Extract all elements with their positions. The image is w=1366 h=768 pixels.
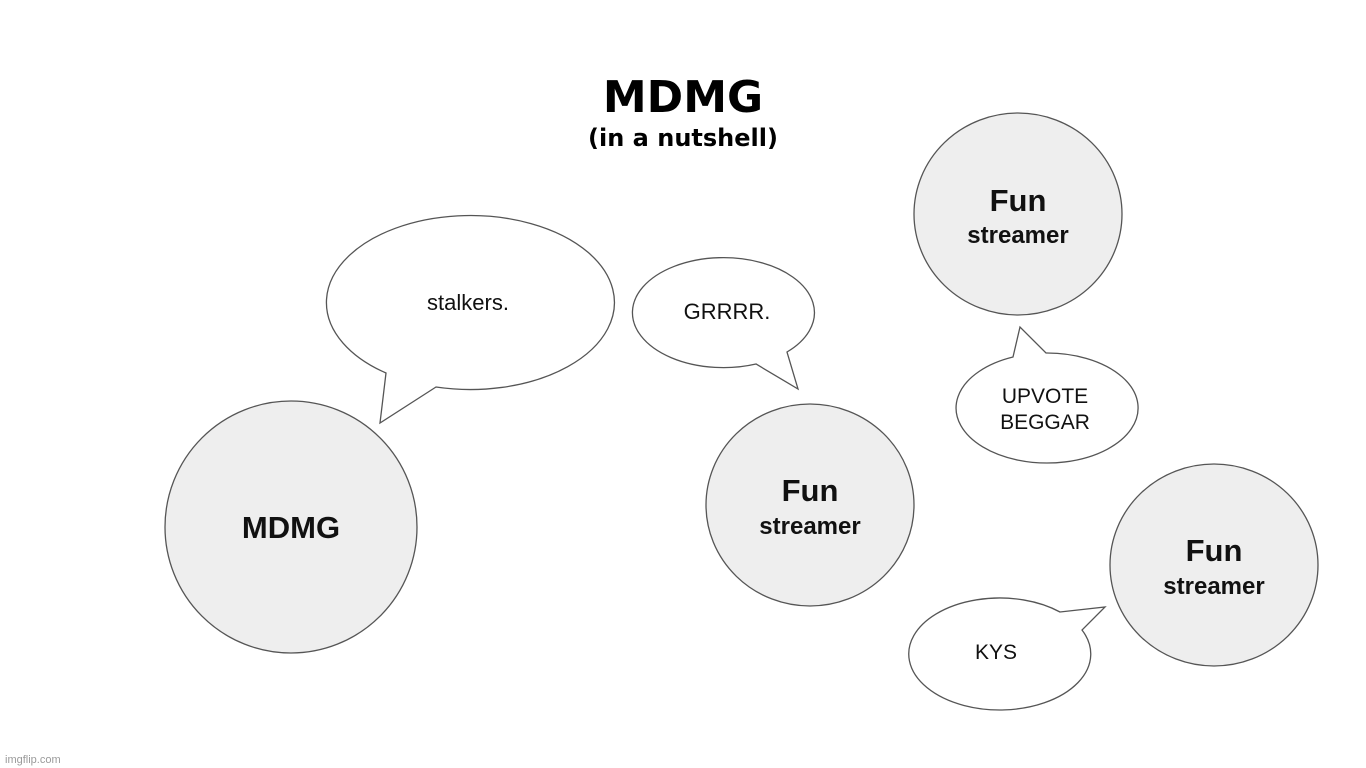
streamer-bottom-line1: Fun <box>1186 533 1243 568</box>
bubble-text-kys: KYS <box>975 641 1017 664</box>
bubble-text-grrrr: GRRRR. <box>684 299 771 324</box>
bubble-text-upvote: UPVOTE <box>1002 385 1088 408</box>
speech-bubble-kys: KYS <box>908 597 1107 711</box>
bubble-text-beggar: BEGGAR <box>1000 411 1090 434</box>
character-label-mdmg: MDMG <box>242 510 340 545</box>
page-title: MDMG <box>603 72 763 123</box>
character-fun-streamer-top: Fun streamer <box>913 112 1123 316</box>
character-mdmg: MDMG <box>164 400 418 654</box>
bubble-text-stalkers: stalkers. <box>427 290 509 315</box>
streamer-bottom-line2: streamer <box>1163 573 1264 600</box>
speech-bubble-stalkers: stalkers. <box>325 214 616 425</box>
speech-bubble-upvote-beggar: UPVOTE BEGGAR <box>955 325 1139 464</box>
character-fun-streamer-bottom: Fun streamer <box>1109 463 1319 667</box>
streamer-top-line2: streamer <box>967 222 1068 249</box>
character-fun-streamer-center: Fun streamer <box>705 403 915 607</box>
streamer-center-line2: streamer <box>759 513 860 540</box>
page-subtitle: (in a nutshell) <box>588 124 778 152</box>
streamer-center-line1: Fun <box>782 473 839 508</box>
watermark: imgflip.com <box>5 754 61 766</box>
streamer-top-line1: Fun <box>990 183 1047 218</box>
speech-bubble-grrrr: GRRRR. <box>631 257 816 391</box>
